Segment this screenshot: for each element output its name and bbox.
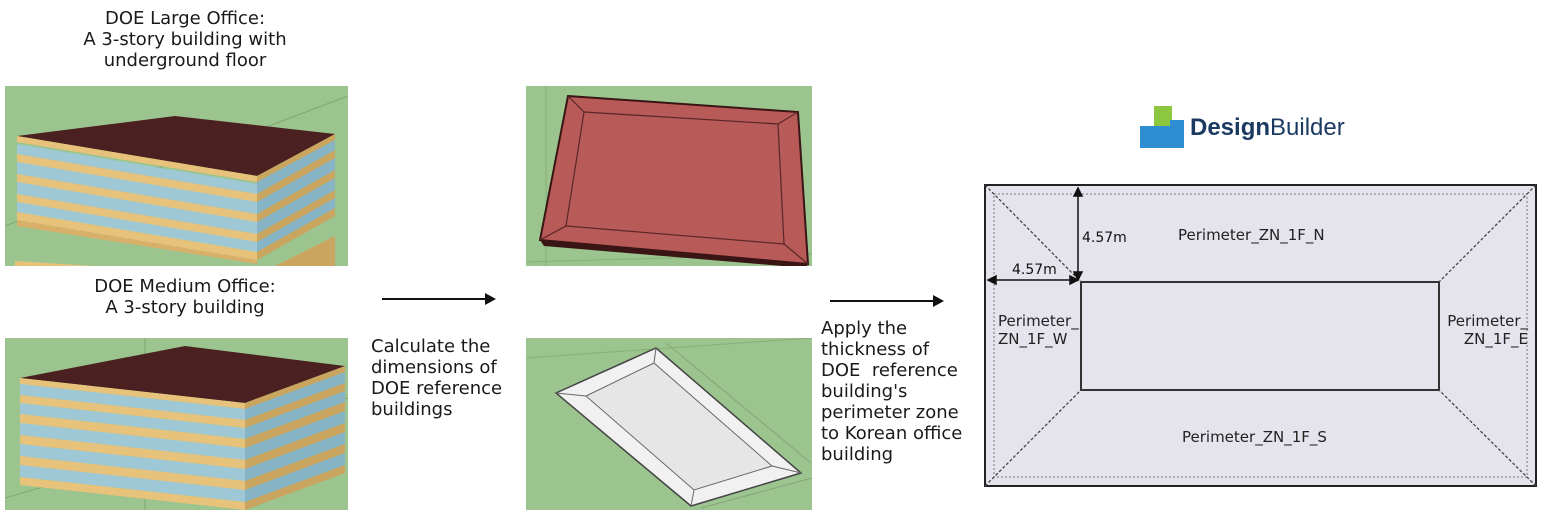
medium-office-caption: DOE Medium Office: A 3-story building: [20, 276, 350, 318]
zone-plan-drawing: [984, 184, 1537, 487]
medium-office-roof-zones: [526, 338, 812, 510]
large-office-model-drawing: [5, 95, 348, 266]
large-office-model: [5, 86, 348, 266]
arrow-step1: [382, 293, 496, 305]
dimension-vertical-label: 4.57m: [1082, 230, 1127, 246]
medium-office-model-drawing: [5, 338, 348, 510]
zone-label-east-line2: ZN_1F_E: [1463, 330, 1528, 348]
medium-office-title: DOE Medium Office:: [94, 276, 276, 297]
zone-label-west-line2: ZN_1F_W: [998, 330, 1068, 348]
step2-line5: perimeter zone: [821, 402, 959, 423]
step1-line2: dimensions of: [371, 357, 497, 378]
designbuilder-logo: DesignBuilder: [1138, 104, 1378, 150]
logo-bold-part: Design: [1190, 114, 1271, 141]
large-office-roof-zones: [526, 86, 812, 266]
large-office-title: DOE Large Office:: [104, 8, 266, 29]
step1-line3: DOE reference: [371, 378, 503, 399]
step1-line4: buildings: [371, 399, 453, 420]
step2-line6: to Korean office: [821, 423, 963, 444]
step2-line1: Apply the: [821, 318, 908, 339]
large-office-desc-line2: A 3-story building with: [83, 29, 287, 50]
zone-label-east: Perimeter_ ZN_1F_E: [1436, 312, 1528, 348]
step1-text: Calculate the dimensions of DOE referenc…: [371, 336, 521, 420]
step1-line1: Calculate the: [371, 336, 491, 357]
zone-label-east-line1: Perimeter_: [1447, 312, 1528, 330]
step2-line4: building's: [821, 381, 908, 402]
step2-text: Apply the thickness of DOE reference bui…: [821, 318, 986, 465]
step2-line3: DOE reference: [821, 360, 958, 381]
zone-plan: 4.57m 4.57m Perimeter_ZN_1F_N Perimeter_…: [984, 184, 1538, 488]
dimension-horizontal-label: 4.57m: [1012, 262, 1057, 278]
large-office-roof-drawing: [526, 86, 812, 266]
zone-label-north: Perimeter_ZN_1F_N: [1178, 226, 1325, 244]
zone-label-south: Perimeter_ZN_1F_S: [1182, 428, 1327, 446]
step2-line2: thickness of: [821, 339, 930, 360]
medium-office-roof-drawing: [526, 338, 812, 509]
designbuilder-logo-icon: [1140, 106, 1184, 148]
zone-label-west-line1: Perimeter_: [998, 312, 1079, 330]
large-office-caption: DOE Large Office: A 3-story building wit…: [20, 8, 350, 71]
designbuilder-logo-text: DesignBuilder: [1190, 114, 1345, 142]
logo-regular-part: Builder: [1270, 114, 1345, 141]
medium-office-model: [5, 338, 348, 510]
large-office-desc-line3: underground floor: [103, 50, 267, 71]
zone-label-west: Perimeter_ ZN_1F_W: [998, 312, 1079, 348]
arrow-step2: [830, 295, 944, 307]
step2-line7: building: [821, 444, 894, 465]
medium-office-desc-line2: A 3-story building: [105, 297, 265, 318]
